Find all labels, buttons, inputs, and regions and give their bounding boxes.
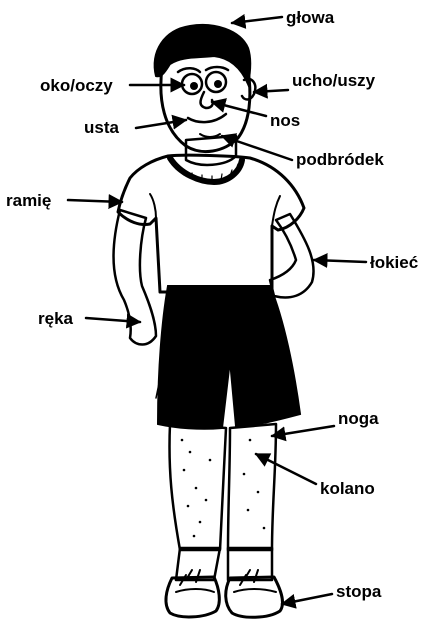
arrow-nos (212, 102, 266, 116)
arrow-reka (86, 318, 140, 322)
label-noga: noga (338, 409, 379, 428)
label-nos: nos (270, 111, 300, 130)
arrow-ramie (68, 200, 122, 202)
label-ramie-group: ramię (6, 191, 122, 210)
label-glowa-group: głowa (232, 8, 335, 27)
arrow-noga (272, 426, 334, 436)
arrow-glowa (232, 17, 282, 23)
mouth (188, 114, 226, 122)
shoes (166, 570, 283, 617)
shorts (156, 286, 300, 429)
label-oko: oko/oczy (40, 76, 113, 95)
arrow-usta (136, 120, 186, 128)
arrow-kolano (256, 454, 316, 484)
head (155, 25, 256, 152)
label-stopa-group: stopa (282, 582, 382, 604)
arrow-stopa (282, 594, 332, 604)
legs (169, 424, 276, 550)
label-stopa: stopa (336, 582, 382, 601)
label-lokiec-group: łokieć (314, 253, 418, 272)
label-ucho: ucho/uszy (292, 71, 376, 90)
hair (155, 25, 251, 84)
label-usta: usta (84, 118, 120, 137)
label-kolano: kolano (320, 479, 375, 498)
chin (200, 134, 220, 137)
right-sock (228, 548, 272, 580)
label-lokiec: łokieć (370, 253, 418, 272)
label-reka: ręka (38, 309, 74, 328)
t-shirt (118, 155, 304, 292)
arrow-lokiec (314, 260, 366, 262)
label-glowa: głowa (286, 8, 335, 27)
eyes (178, 67, 228, 94)
label-podbrodek: podbródek (296, 150, 384, 169)
label-ramie: ramię (6, 191, 51, 210)
nose (201, 92, 213, 108)
label-ucho-group: ucho/uszy (254, 71, 376, 92)
label-reka-group: ręka (38, 309, 140, 328)
arrow-ucho (254, 90, 288, 92)
label-podbrodek-group: podbródek (222, 136, 384, 169)
